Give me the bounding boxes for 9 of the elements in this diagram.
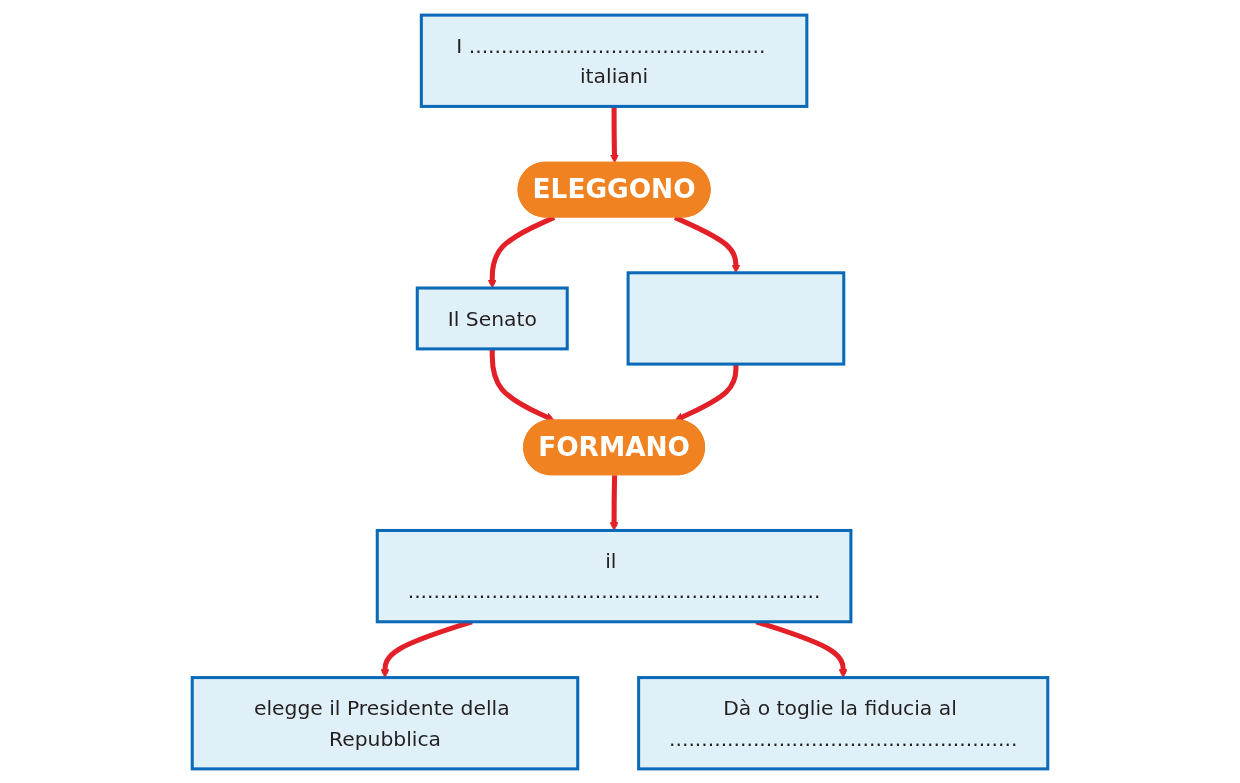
arrow <box>489 348 555 421</box>
arrow <box>674 363 739 421</box>
node-box: Il Senato <box>415 286 569 350</box>
node-box: elegge il Presidente della Repubblica <box>190 675 580 770</box>
node-box: I .............................................. italiani <box>419 13 809 108</box>
node-box: il ................................................................ <box>375 528 853 623</box>
node-box <box>626 270 846 366</box>
arrow <box>610 105 619 163</box>
node-box: Dà o toglie la fiducia al ...................................................... <box>637 675 1050 770</box>
